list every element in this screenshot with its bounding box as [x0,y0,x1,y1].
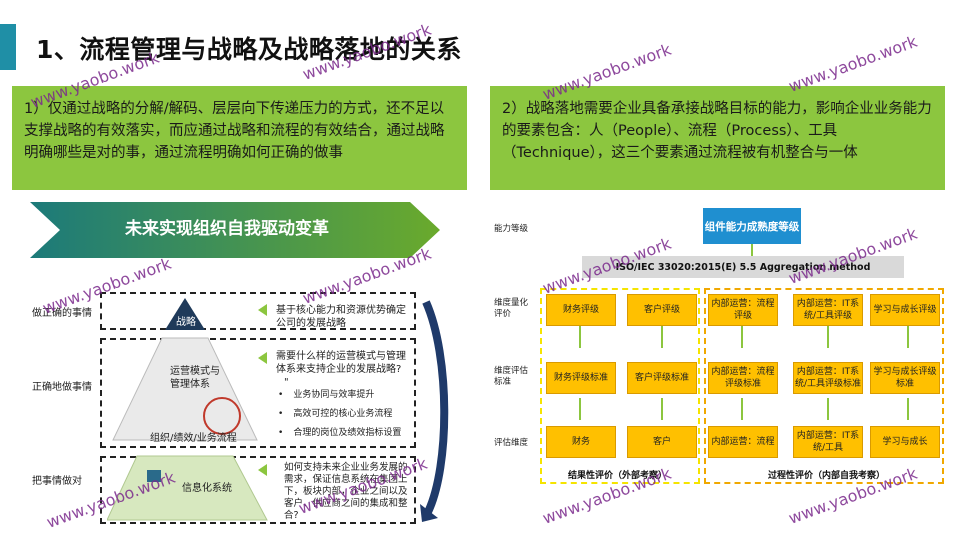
cell-row2-process: 内部运营：流程评级标准 [708,362,778,394]
cell-row1-customer: 客户评级 [627,294,697,326]
cell-row3-finance: 财务 [546,426,616,458]
cell-row3-it: 内部运营：IT系统/工具 [793,426,863,458]
operation-dashed-box [100,338,416,448]
pyramid-mid-label: 运营模式与管理体系 [170,366,220,390]
cell-row1-finance: 财务评级 [546,294,616,326]
left-text-box: 1）仅通过战略的分解/解码、层层向下传递压力的方式，还不足以支撑战略的有效落实，… [12,86,467,190]
operation-bullet-list: 业务协同与效率提升 高效可控的核心业务流程 合理的岗位及绩效指标设置 [278,386,401,443]
connector-lines [579,244,909,420]
cell-row1-process: 内部运营：流程评级 [708,294,778,326]
cell-row2-learning: 学习与成长评级标准 [870,362,940,394]
cell-row2-it: 内部运营：IT系统/工具评级标准 [793,362,863,394]
right-figure: 能力等级 维度量化评价 维度评估标准 评估维度 组件能力成熟度等级 ISO/IE… [490,208,945,490]
pointer-arrow-top [258,304,267,316]
banner-title: 未来实现组织自我驱动变革 [125,219,329,239]
iso-band: ISO/IEC 33020:2015(E) 5.5 Aggregation me… [582,256,904,278]
caption-process-evaluation: 过程性评价（内部自我考察） [768,471,886,481]
cell-row2-customer: 客户评级标准 [627,362,697,394]
row-label-strategy: 做正确的事情 [32,308,92,319]
system-dashed-box [100,456,416,524]
pyramid-graphic [107,298,268,521]
caption-result-evaluation: 结果性评价（外部考察） [568,471,668,481]
result-evaluation-group [540,288,700,484]
side-label-standard: 维度评估标准 [494,366,529,387]
cell-row3-process: 内部运营：流程 [708,426,778,458]
row-label-operation: 正确地做事情 [32,382,92,393]
list-item: 业务协同与效率提升 [278,386,401,405]
cell-row1-learning: 学习与成长评级 [870,294,940,326]
cell-row2-finance: 财务评级标准 [546,362,616,394]
side-label-dimension: 评估维度 [494,438,529,448]
right-text-box: 2）战略落地需要企业具备承接战略目标的能力，影响企业业务能力的要素包含：人（Pe… [490,86,945,190]
title-accent-bar [0,24,16,70]
pyramid-mid-sublabel: 组织/绩效/业务流程 [150,433,237,444]
desc-strategy: 基于核心能力和资源优势确定公司的发展战略 [276,305,406,329]
list-item: 合理的岗位及绩效指标设置 [278,424,401,443]
side-label-level: 能力等级 [494,224,529,234]
desc-operation: 需要什么样的运营模式与管理体系来支持企业的发展战略? [276,351,406,375]
pyramid-top-label: 战略 [176,317,196,328]
cell-row3-customer: 客户 [627,426,697,458]
cycle-arrow [420,300,449,522]
left-figure: 未来实现组织自我驱动变革 做正确的事情 正确地做事情 把事情做对 战略 运营模式… [22,200,450,525]
desc-operation-quote: " [284,377,289,388]
cell-row1-it: 内部运营：IT系统/工具评级 [793,294,863,326]
top-maturity-box: 组件能力成熟度等级 [703,208,801,244]
page-title: 1、流程管理与战略及战略落地的关系 [36,35,462,64]
side-label-quantify: 维度量化评价 [494,298,529,319]
list-item: 高效可控的核心业务流程 [278,405,401,424]
pointer-arrow-bottom [258,464,267,476]
row-label-system: 把事情做对 [32,476,82,487]
banner-arrow-shape [30,202,440,258]
pointer-arrow-mid [258,352,267,364]
strategy-dashed-box [100,292,416,330]
cell-row3-learning: 学习与成长 [870,426,940,458]
process-evaluation-group [704,288,944,484]
pyramid-bottom-label: 信息化系统 [182,483,232,494]
desc-system: 如何支持未来企业业务发展的需求，保证信息系统在集团上下，板块内部，企业之间以及客… [284,462,408,521]
